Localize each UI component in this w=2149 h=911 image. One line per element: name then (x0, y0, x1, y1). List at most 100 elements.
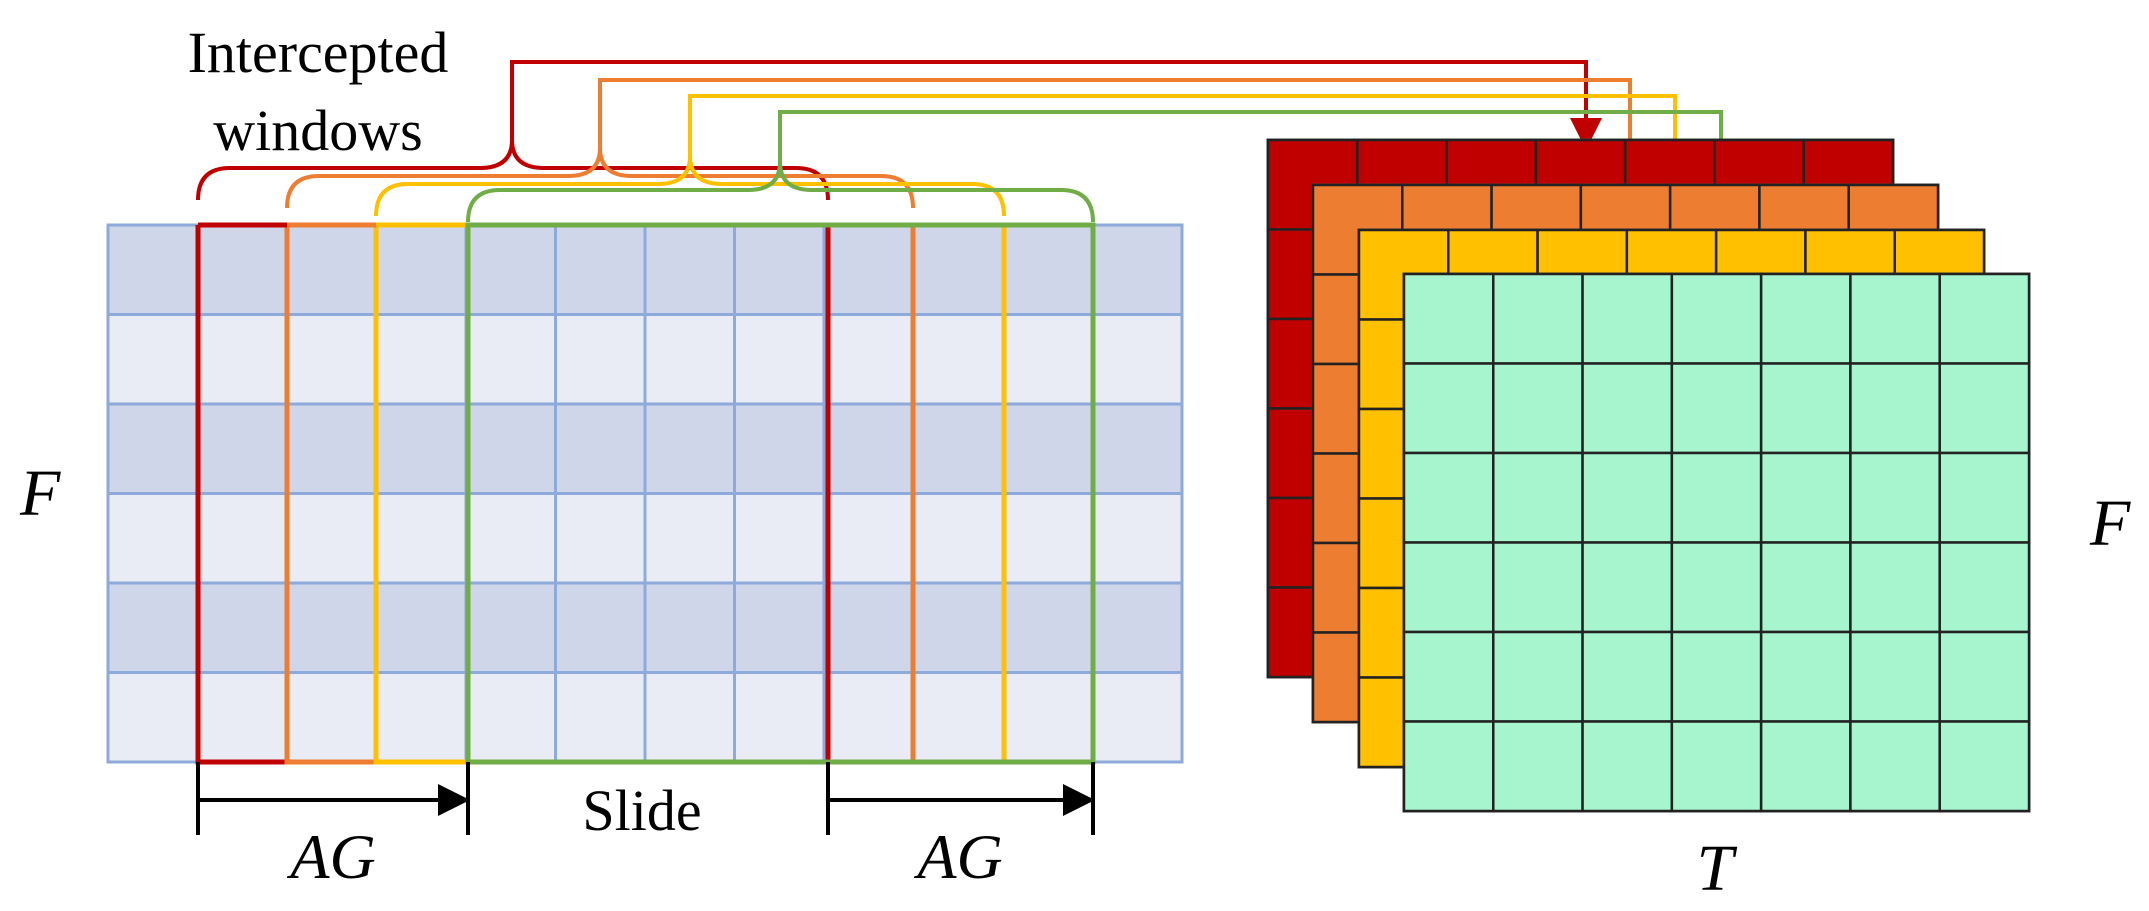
spectrogram-cell (733, 402, 826, 495)
ag-label-right: AG (913, 821, 1002, 892)
spectrogram-cell (106, 671, 199, 764)
spectrogram-cell (1091, 223, 1184, 316)
feature-map-cell (1938, 362, 2031, 455)
title-line-2: windows (213, 98, 422, 163)
connector-arrows (510, 60, 1737, 284)
feature-map-cell (1581, 451, 1674, 544)
ag-label-left: AG (286, 821, 375, 892)
feature-map-cell (1938, 451, 2031, 544)
feature-map-cell (1402, 720, 1495, 813)
feature-map-cell (1581, 272, 1674, 365)
feature-map-cell (1938, 272, 2031, 365)
freq-axis-label-right: F (2089, 487, 2131, 560)
feature-map-cell (1759, 362, 1852, 455)
time-axis-label: T (1697, 832, 1738, 905)
spectrogram-cell (375, 313, 468, 406)
spectrogram-cell (822, 402, 915, 495)
spectrogram-cell (285, 313, 378, 406)
spectrogram-cell (1091, 492, 1184, 585)
feature-map-cell (1670, 630, 1763, 723)
feature-map-cell (1492, 630, 1584, 723)
feature-map-cell (1759, 541, 1852, 634)
spectrogram-cell (196, 581, 289, 674)
spectrogram-cell (912, 492, 1005, 585)
feature-map-cell (1670, 451, 1763, 544)
feature-map-cell (1670, 720, 1763, 813)
spectrogram-cell (1091, 581, 1184, 674)
spectrogram-cell (464, 402, 557, 495)
spectrogram-cell (643, 313, 736, 406)
spectrogram-cell (554, 313, 647, 406)
spectrogram-cell (375, 671, 468, 764)
spectrogram-cell (1091, 313, 1184, 406)
spectrogram-cell (643, 492, 736, 585)
feature-map-cell (1581, 362, 1674, 455)
feature-map-cell (1759, 630, 1852, 723)
spectrogram-cell (1001, 671, 1094, 764)
spectrogram-cell (733, 492, 826, 585)
spectrogram-cell (375, 402, 468, 495)
spectrogram-cell (106, 581, 199, 674)
ag-left-arrow (196, 762, 470, 835)
feature-map-cell (1402, 272, 1495, 365)
spectrogram-cell (285, 581, 378, 674)
window-green (465, 222, 1096, 765)
spectrogram-cell (554, 492, 647, 585)
spectrogram-cell (912, 313, 1005, 406)
spectrogram-cell (106, 492, 199, 585)
freq-axis-label-left: F (19, 457, 61, 530)
feature-map-cell (1938, 630, 2031, 723)
spectrogram-cell (1091, 671, 1184, 764)
feature-map-cell (1581, 541, 1674, 634)
spectrogram-cell (643, 581, 736, 674)
spectrogram-cell (643, 671, 736, 764)
feature-map-cell (1670, 362, 1763, 455)
spectrogram-cell (196, 492, 289, 585)
spectrogram-cell (285, 402, 378, 495)
feature-map-cell (1759, 451, 1852, 544)
spectrogram-cell (822, 223, 915, 316)
feature-map-cell (1402, 362, 1495, 455)
feature-map-cell (1849, 541, 1941, 634)
spectrogram-cell (375, 223, 468, 316)
feature-map-cell (1759, 720, 1852, 813)
spectrogram-cell (912, 223, 1005, 316)
spectrogram-cell (822, 313, 915, 406)
input-spectrogram-grid (106, 223, 1184, 764)
spectrogram-cell (285, 492, 378, 585)
spectrogram-cell (912, 671, 1005, 764)
spectrogram-cell (912, 402, 1005, 495)
ag-right-arrow (826, 762, 1095, 835)
spectrogram-cell (643, 402, 736, 495)
feature-map-cell (1402, 541, 1495, 634)
spectrogram-cell (822, 581, 915, 674)
spectrogram-cell (554, 223, 647, 316)
spectrogram-cell (1001, 223, 1094, 316)
spectrogram-cell (196, 313, 289, 406)
spectrogram-cell (285, 671, 378, 764)
spectrogram-cell (196, 223, 289, 316)
feature-map-cell (1938, 720, 2031, 813)
spectrogram-cell (106, 313, 199, 406)
feature-map-cell (1581, 720, 1674, 813)
feature-map-cell (1402, 630, 1495, 723)
feature-map-cell (1849, 720, 1941, 813)
spectrogram-cell (554, 671, 647, 764)
spectrogram-cell (643, 223, 736, 316)
spectrogram-cell (375, 581, 468, 674)
feature-map-cell (1492, 362, 1584, 455)
feature-map-cell (1938, 541, 2031, 634)
feature-map-green (1402, 272, 2031, 813)
title-line-1: Intercepted (188, 20, 449, 85)
stacked-feature-maps (1266, 138, 2031, 813)
spectrogram-cell (733, 581, 826, 674)
spectrogram-cell (822, 492, 915, 585)
spectrogram-cell (912, 581, 1005, 674)
feature-map-cell (1581, 630, 1674, 723)
feature-map-cell (1492, 720, 1584, 813)
feature-map-cell (1492, 272, 1584, 365)
spectrogram-cell (1001, 492, 1094, 585)
feature-map-cell (1492, 451, 1584, 544)
spectrogram-cell (733, 313, 826, 406)
feature-map-cell (1849, 272, 1941, 365)
